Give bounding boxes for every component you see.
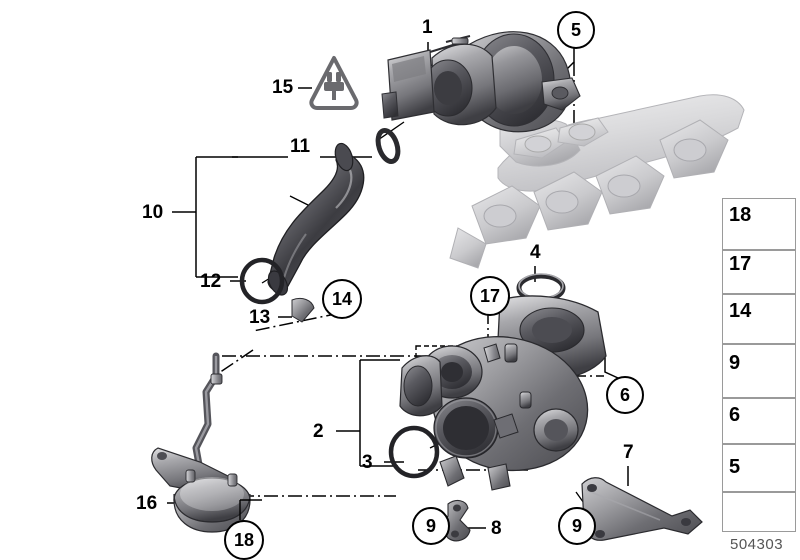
callout-14: 14 <box>322 279 362 319</box>
callout-13: 13 <box>249 307 271 328</box>
legend-box-arrow <box>722 492 796 532</box>
callout-7: 7 <box>623 442 634 463</box>
callout-11: 11 <box>290 136 311 157</box>
legend-box-4 <box>722 398 796 444</box>
callout-5: 5 <box>557 11 595 49</box>
callout-16: 16 <box>136 493 158 514</box>
callout-9-left: 9 <box>412 507 450 545</box>
callout-9-right: 9 <box>558 507 596 545</box>
legend-box-0 <box>722 198 796 250</box>
diagram-id: 504303 <box>730 536 784 553</box>
callout-3: 3 <box>362 452 373 473</box>
turbocharger-upper-graphic <box>375 31 581 164</box>
callout-12: 12 <box>200 271 222 292</box>
legend-number-5: 5 <box>729 456 741 478</box>
turbocharger-lower-graphic <box>388 295 607 491</box>
legend-box-3 <box>722 344 796 398</box>
o-ring-12-graphic <box>239 257 285 305</box>
legend-box-2 <box>722 294 796 344</box>
o-ring-11-graphic <box>375 128 401 164</box>
callout-18: 18 <box>224 520 264 560</box>
electrical-hazard-triangle-icon-graphic <box>309 56 359 110</box>
callout-1: 1 <box>422 17 433 38</box>
legend-number-6: 6 <box>729 404 741 426</box>
callout-15: 15 <box>272 77 294 98</box>
legend-number-17: 17 <box>729 253 752 275</box>
legend-number-14: 14 <box>729 300 752 322</box>
callout-4: 4 <box>530 242 541 263</box>
charge-air-pipe-graphic <box>239 142 365 323</box>
retaining-clip-13-graphic <box>291 297 315 323</box>
callout-6: 6 <box>606 376 644 414</box>
callout-8: 8 <box>491 518 502 539</box>
o-ring-3-graphic <box>388 425 440 479</box>
legend-box-1 <box>722 250 796 294</box>
legend-number-18: 18 <box>729 204 752 226</box>
callout-10: 10 <box>142 202 164 223</box>
legend-number-9: 9 <box>729 352 741 374</box>
exhaust-manifold-graphic <box>449 94 745 269</box>
vacuum-actuator-graphic <box>151 352 262 533</box>
legend-box-5 <box>722 444 796 492</box>
callout-2: 2 <box>313 421 324 442</box>
bracket-7-graphic <box>581 477 703 541</box>
callout-17: 17 <box>470 276 510 316</box>
